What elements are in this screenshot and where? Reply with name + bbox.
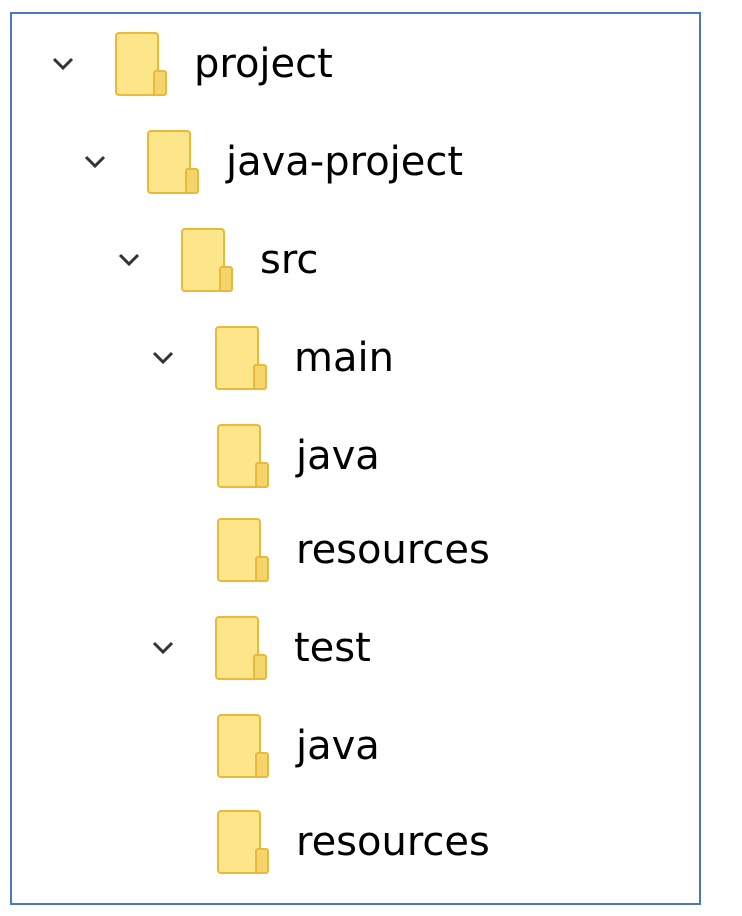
tree-node-label: java bbox=[296, 433, 380, 479]
tree-node-src[interactable]: src bbox=[116, 220, 318, 300]
chevron-down-icon[interactable] bbox=[116, 247, 142, 273]
folder-icon bbox=[115, 32, 167, 96]
tree-node-project[interactable]: project bbox=[50, 24, 333, 104]
tree-node-label: src bbox=[260, 237, 319, 283]
folder-icon bbox=[215, 616, 267, 680]
chevron-down-icon[interactable] bbox=[50, 51, 76, 77]
tree-node-label: java bbox=[296, 723, 380, 769]
chevron-down-icon[interactable] bbox=[150, 635, 176, 661]
folder-icon bbox=[217, 714, 269, 778]
tree-node-main-java[interactable]: java bbox=[216, 416, 380, 496]
folder-tree: project java-project src bbox=[12, 14, 699, 903]
tree-node-label: main bbox=[294, 335, 394, 381]
chevron-down-icon[interactable] bbox=[82, 149, 108, 175]
folder-icon bbox=[147, 130, 199, 194]
folder-tree-panel: project java-project src bbox=[10, 12, 701, 905]
tree-node-label: resources bbox=[296, 527, 490, 573]
tree-node-test-resources[interactable]: resources bbox=[216, 802, 490, 882]
folder-icon bbox=[217, 424, 269, 488]
tree-node-label: project bbox=[194, 41, 333, 87]
folder-icon bbox=[181, 228, 233, 292]
tree-node-java-project[interactable]: java-project bbox=[82, 122, 463, 202]
tree-node-label: test bbox=[294, 625, 371, 671]
tree-node-label: resources bbox=[296, 819, 490, 865]
tree-node-test-java[interactable]: java bbox=[216, 706, 380, 786]
chevron-down-icon[interactable] bbox=[150, 345, 176, 371]
tree-node-main[interactable]: main bbox=[150, 318, 394, 398]
folder-icon bbox=[215, 326, 267, 390]
tree-node-test[interactable]: test bbox=[150, 608, 371, 688]
tree-node-label: java-project bbox=[226, 139, 464, 185]
folder-icon bbox=[217, 810, 269, 874]
tree-node-main-resources[interactable]: resources bbox=[216, 510, 490, 590]
folder-icon bbox=[217, 518, 269, 582]
